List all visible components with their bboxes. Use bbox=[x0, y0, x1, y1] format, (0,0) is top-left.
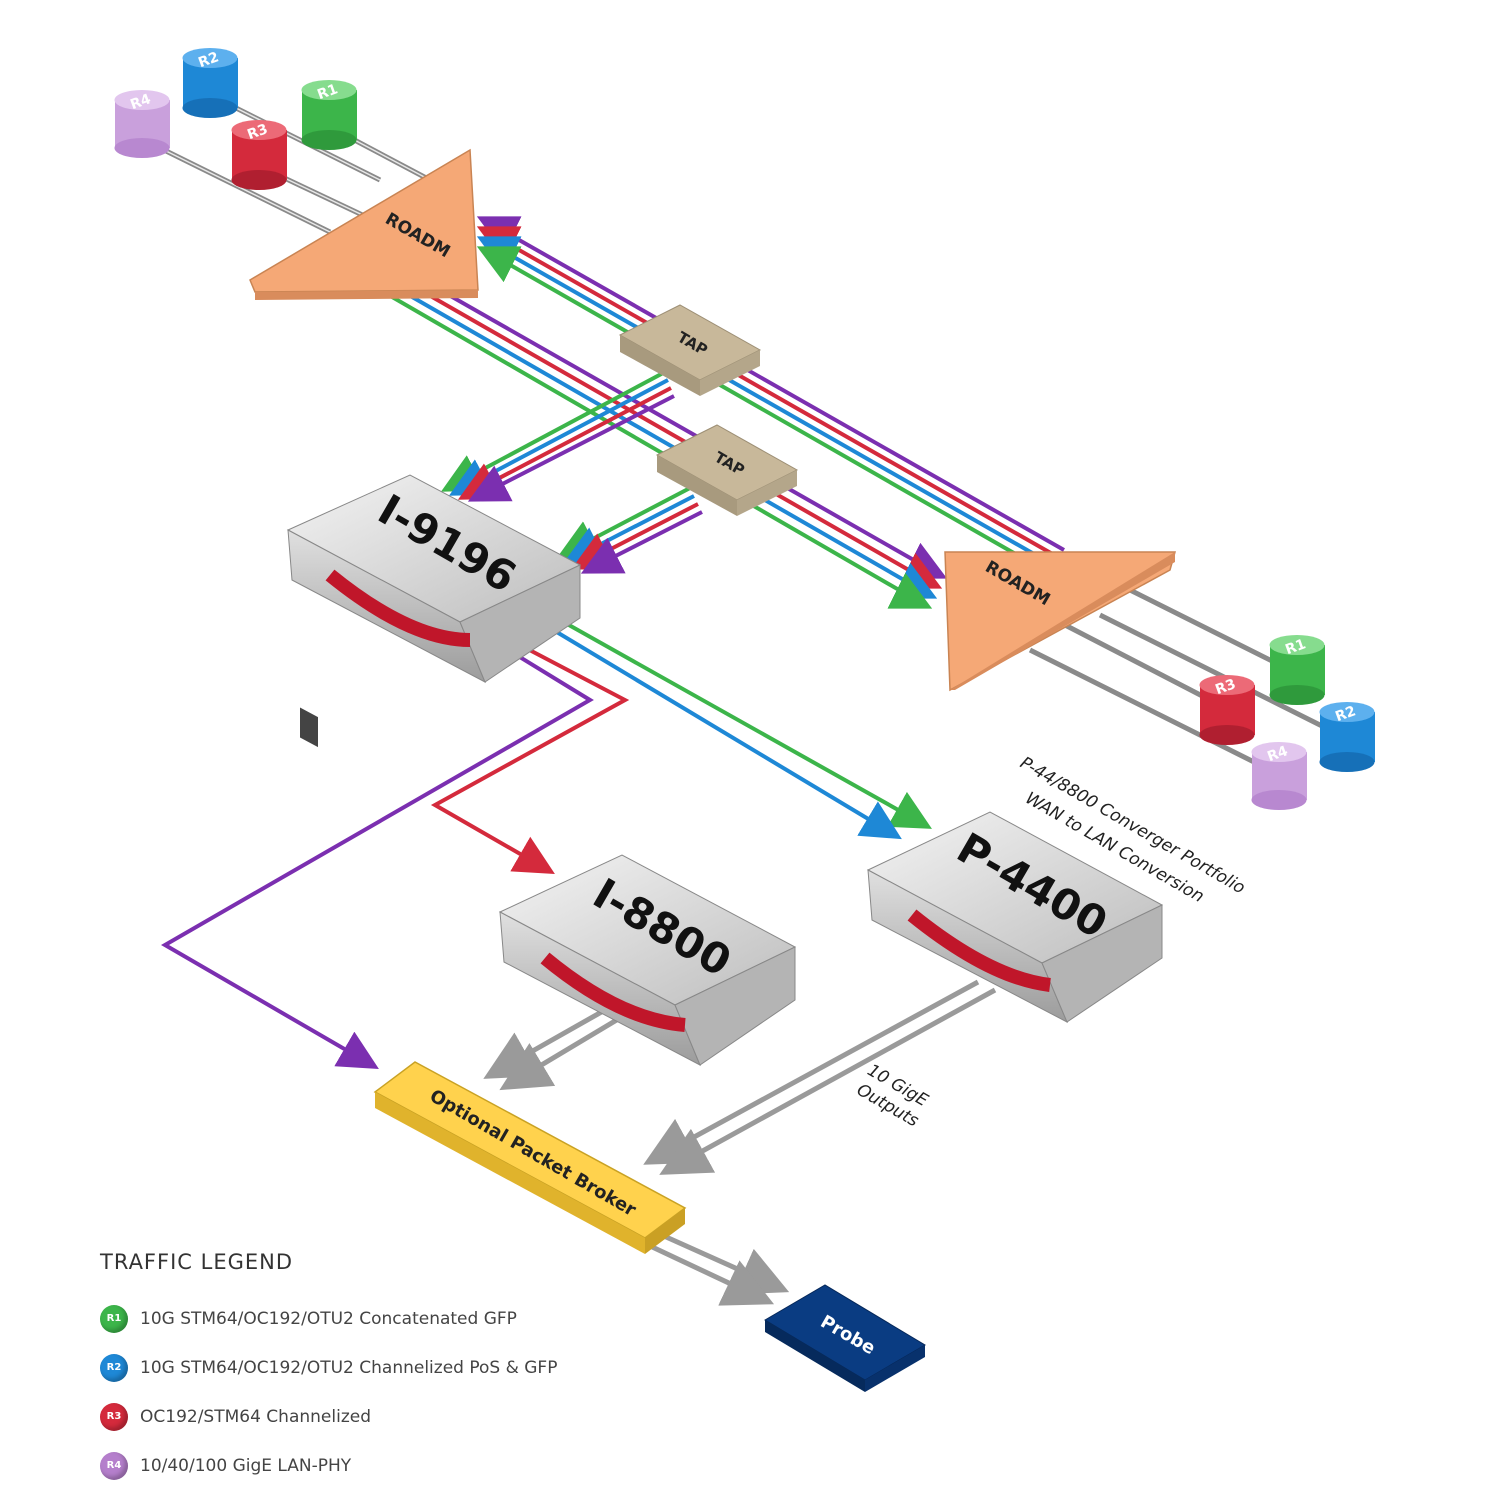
legend-badge: R4 bbox=[100, 1451, 128, 1480]
legend-badge: R1 bbox=[100, 1304, 128, 1333]
legend-item-r3: R3 OC192/STM64 Channelized bbox=[100, 1392, 720, 1441]
roadm-top[interactable]: ROADM bbox=[249, 148, 479, 300]
router-top-r3[interactable]: R3 bbox=[231, 120, 288, 190]
router-right-r1[interactable]: R1 bbox=[1269, 635, 1326, 705]
i9196-outputs bbox=[161, 618, 932, 1070]
router-label: R1 bbox=[1283, 636, 1308, 658]
device-i8800[interactable]: I-8800 bbox=[498, 854, 797, 1067]
tap-upper[interactable]: TAP bbox=[618, 304, 762, 396]
router-label: R3 bbox=[1213, 676, 1238, 698]
router-right-r2[interactable]: R2 bbox=[1319, 702, 1376, 772]
legend-title: TRAFFIC LEGEND bbox=[100, 1250, 294, 1274]
legend-text: 10G STM64/OC192/OTU2 Concatenated GFP bbox=[140, 1308, 517, 1329]
tap-upper-outputs bbox=[440, 370, 675, 502]
legend-text: 10G STM64/OC192/OTU2 Channelized PoS & G… bbox=[140, 1357, 558, 1378]
legend-item-r1: R1 10G STM64/OC192/OTU2 Concatenated GFP bbox=[100, 1294, 720, 1343]
router-label: R2 bbox=[196, 49, 221, 71]
router-label: R2 bbox=[1333, 703, 1358, 725]
legend-badge: R3 bbox=[100, 1402, 128, 1431]
fiber-bundle-lower bbox=[378, 288, 941, 607]
router-label: R3 bbox=[245, 121, 270, 143]
router-right-r3[interactable]: R3 bbox=[1199, 675, 1256, 745]
legend-badge: R2 bbox=[100, 1353, 128, 1382]
router-top-r4[interactable]: R4 bbox=[114, 90, 171, 158]
legend-text: OC192/STM64 Channelized bbox=[140, 1406, 371, 1427]
legend-item-r2: R2 10G STM64/OC192/OTU2 Channelized PoS … bbox=[100, 1343, 720, 1392]
router-top-r2[interactable]: R2 bbox=[182, 48, 239, 118]
probe[interactable]: Probe bbox=[764, 1284, 926, 1392]
fiber-bundle-upper bbox=[483, 218, 1065, 570]
roadm-right[interactable]: ROADM bbox=[944, 551, 1176, 692]
outputs-note: 10 GigE Outputs bbox=[853, 1060, 931, 1131]
router-right-r4[interactable]: R4 bbox=[1251, 742, 1308, 810]
legend-item-r4: R4 10/40/100 GigE LAN-PHY bbox=[100, 1441, 720, 1490]
router-label: R1 bbox=[315, 81, 340, 103]
router-label: R4 bbox=[1265, 743, 1290, 765]
router-top-r1[interactable]: R1 bbox=[301, 80, 358, 150]
router-links-right bbox=[1028, 587, 1332, 768]
packet-broker[interactable]: Optional Packet Broker bbox=[373, 1061, 687, 1254]
router-label: R4 bbox=[128, 91, 153, 113]
device-i9196[interactable]: I-9196 bbox=[286, 474, 582, 748]
packet-broker-label: Optional Packet Broker bbox=[426, 1086, 640, 1221]
tap-lower-outputs bbox=[556, 486, 703, 574]
tap-lower[interactable]: TAP bbox=[655, 424, 799, 516]
gray-outputs bbox=[483, 979, 997, 1306]
legend-text: 10/40/100 GigE LAN-PHY bbox=[140, 1455, 352, 1476]
traffic-legend: TRAFFIC LEGEND R1 10G STM64/OC192/OTU2 C… bbox=[100, 1250, 720, 1490]
